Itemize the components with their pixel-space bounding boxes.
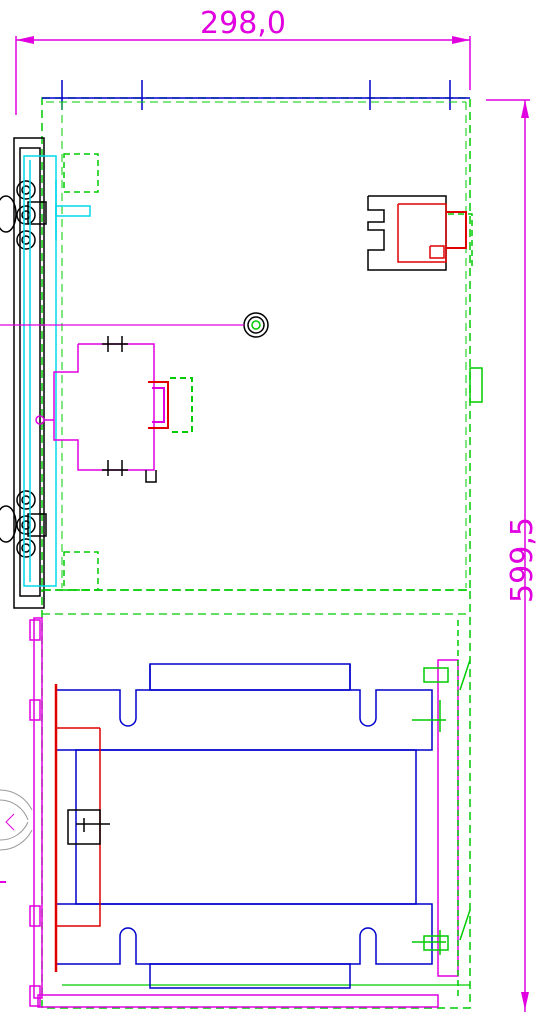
- width-dimension-label: 298,0: [200, 6, 286, 41]
- right-component: [367, 195, 473, 271]
- height-dimension: [486, 99, 530, 1012]
- mounting-brackets: [63, 153, 99, 591]
- lower-cabinet-frame: [33, 589, 471, 1009]
- rail-clamp: [54, 684, 110, 972]
- lower-left-tabs: [29, 619, 41, 1007]
- latch-handle: [148, 377, 193, 433]
- cable-duct: [23, 155, 91, 587]
- lower-frame-assembly: [55, 663, 433, 989]
- left-hinge-rail: [0, 137, 47, 609]
- height-dimension-label: 599,5: [505, 517, 540, 603]
- width-dimension: [15, 36, 471, 115]
- cable-gland: [243, 312, 269, 338]
- door-swing-arcs: [0, 789, 33, 851]
- latch-marks: [102, 336, 157, 483]
- lower-right-mounts: [412, 620, 471, 1000]
- latch-assembly: [35, 343, 155, 471]
